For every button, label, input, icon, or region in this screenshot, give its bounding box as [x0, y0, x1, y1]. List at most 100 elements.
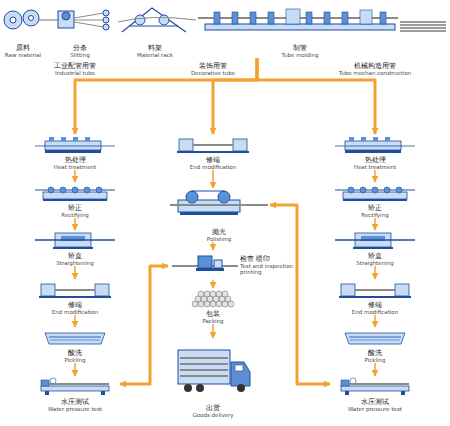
process-step: 矫直Straightening — [30, 230, 120, 266]
process-step: 热处理Heat treatment — [30, 134, 120, 170]
process-step: 矫正Rectifying — [30, 182, 120, 218]
illustration-part — [62, 12, 70, 20]
step-label: 矫正 — [368, 204, 382, 212]
step-label-english: Water pressure test — [348, 406, 402, 413]
illustration-part — [74, 22, 104, 27]
process-step: 矫直Straightening — [330, 230, 420, 266]
branch-heading: 工业配管用管Industrial tube — [30, 58, 120, 76]
illustration-part — [35, 137, 115, 153]
step-label: 热处理 — [365, 156, 386, 164]
illustration-part — [178, 350, 230, 384]
step-label: 包装 — [206, 310, 220, 318]
step-label: 机械构造用管 — [354, 62, 396, 70]
step-label: 酸洗 — [68, 349, 82, 357]
illustration-part — [58, 11, 74, 28]
flow-arrow — [74, 363, 76, 376]
step-label-english: Straightening — [356, 260, 393, 267]
illustration-part — [286, 9, 300, 24]
illustration-part — [159, 15, 169, 25]
illustration-part — [335, 187, 415, 201]
step-label: 矫直 — [68, 252, 82, 260]
illustration-part — [237, 384, 245, 392]
step-label-english: Rectifying — [61, 212, 88, 219]
process-step: 修端End modification — [30, 279, 120, 315]
step-label: 酸洗 — [368, 349, 382, 357]
flow-arrow — [212, 280, 214, 288]
illustration-part — [335, 233, 415, 249]
illustration-part — [39, 19, 58, 20]
illustration-part — [335, 137, 415, 153]
illustration-part — [218, 191, 230, 203]
process-step: 出货Goods delivery — [168, 338, 258, 418]
illustration-part — [184, 384, 192, 392]
step-label-english: End modification — [52, 309, 98, 316]
illustration-part — [306, 12, 312, 24]
illustration-part — [103, 10, 109, 16]
illustration-part — [135, 15, 145, 25]
process-stage: 原料Raw material — [0, 3, 46, 58]
flow-arrow — [374, 218, 376, 230]
step-label-english: Pickling — [65, 357, 86, 364]
illustration-part — [122, 8, 186, 32]
illustration-part — [180, 375, 228, 377]
flow-arrow — [374, 315, 376, 327]
flow-arrow — [74, 315, 76, 327]
illustration-part — [39, 284, 111, 298]
illustration-part — [170, 204, 268, 206]
flow-arrow — [374, 170, 376, 182]
slitter-icon — [58, 10, 109, 30]
illustration-part — [118, 17, 196, 22]
flow-arrow — [120, 266, 168, 384]
step-label: 工业配管用管 — [54, 62, 96, 70]
step-label: 矫直 — [368, 252, 382, 260]
step-label: 出货 — [206, 404, 220, 412]
step-label: 水压测试 — [61, 398, 89, 406]
flow-arrow — [212, 170, 214, 188]
illustration-part — [196, 384, 204, 392]
step-label-english: Polishing — [207, 236, 231, 243]
illustration-part — [10, 17, 16, 23]
process-step: 水压测试Water pressure test — [330, 376, 420, 412]
illustration-part — [35, 233, 115, 249]
flow-arrow — [212, 242, 214, 250]
flow-arrow — [74, 170, 76, 182]
step-label: 矫正 — [68, 204, 82, 212]
illustration-part — [235, 365, 243, 371]
illustration-part — [103, 24, 109, 30]
flow-arrow — [75, 58, 257, 134]
illustration-part — [192, 191, 224, 192]
illustration-part — [342, 12, 348, 24]
process-stage: 料架Material rack — [114, 3, 196, 58]
branch-heading: 机械构造用管Tube mechan.construction — [330, 58, 420, 76]
illustration-part — [198, 256, 212, 268]
step-label: 水压测试 — [361, 398, 389, 406]
step-label-english: End modification — [352, 309, 398, 316]
step-label: 抛光 — [212, 228, 226, 236]
illustration-part — [180, 212, 238, 215]
illustration-part — [196, 268, 224, 271]
step-label-english: Water pressure test — [48, 406, 102, 413]
machine-icons — [35, 137, 415, 395]
illustration-part — [74, 20, 104, 21]
step-label-english: Heat treatment — [354, 164, 396, 171]
step-label: 原料 — [16, 44, 30, 52]
step-label: 修端 — [368, 301, 382, 309]
step-label-english: End modification — [190, 164, 236, 171]
illustration-part — [103, 17, 109, 23]
illustration-part — [345, 333, 405, 344]
step-label-english: Tube mechan.construction — [339, 70, 412, 77]
step-label-english: Slitting — [70, 52, 89, 59]
flow-arrow — [374, 363, 376, 376]
step-label-english: Rectifying — [361, 212, 388, 219]
illustration-part — [360, 10, 372, 24]
illustration-part — [130, 26, 178, 27]
illustration-part — [210, 291, 216, 297]
illustration-part — [324, 12, 330, 24]
illustration-part — [214, 12, 220, 24]
step-label-english: Packing — [202, 318, 223, 325]
pipe-bundle-icon — [400, 22, 446, 31]
step-label-english: Goods delivery — [192, 412, 233, 419]
step-label-english: Pickling — [365, 357, 386, 364]
inspection-icon — [172, 256, 238, 271]
illustration-part — [214, 260, 222, 268]
